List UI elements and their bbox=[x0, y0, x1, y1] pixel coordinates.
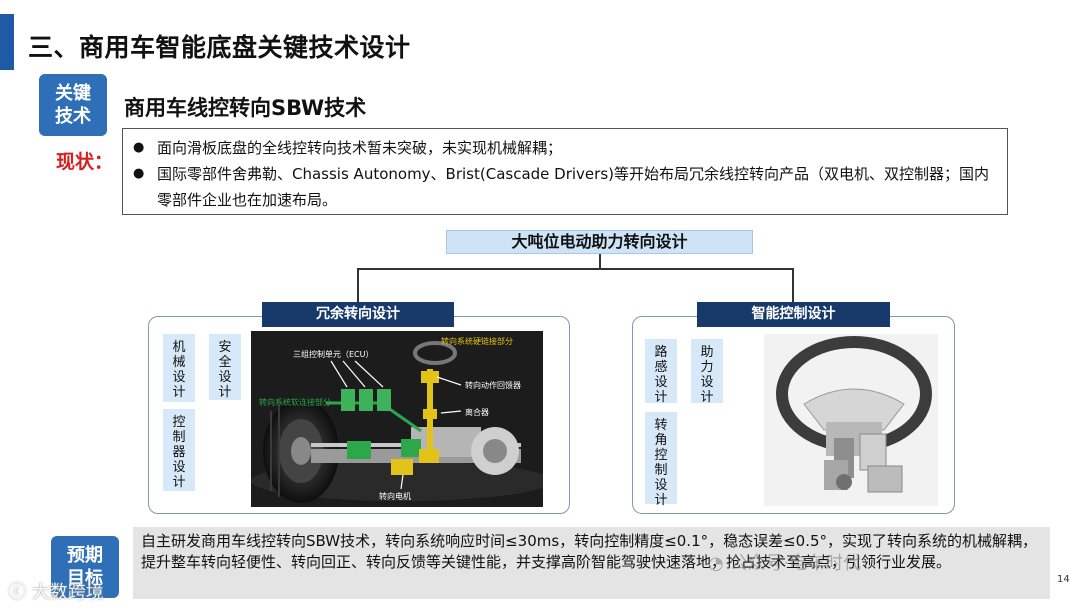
mechanical-design-box: 机械设计 bbox=[163, 334, 195, 402]
redundant-steering-header: 冗余转向设计 bbox=[262, 302, 454, 327]
status-bullet: ● 国际零部件舍弗勒、Chassis Autonomy、Brist(Cascad… bbox=[133, 161, 997, 213]
page-number: 14 bbox=[1057, 574, 1070, 585]
controller-design-box: 控制器设计 bbox=[163, 409, 195, 491]
page-title: 三、商用车智能底盘关键技术设计 bbox=[28, 33, 411, 62]
steering-system-illustration bbox=[251, 331, 543, 507]
status-label: 现状： bbox=[56, 151, 114, 173]
steering-wheel-illustration bbox=[764, 334, 938, 506]
assist-design-box: 助力设计 bbox=[691, 339, 723, 405]
bullet-dot-icon: ● bbox=[133, 140, 145, 155]
title-accent-bar bbox=[0, 14, 14, 70]
top-node: 大吨位电动助力转向设计 bbox=[446, 230, 753, 254]
tree-connector bbox=[599, 254, 601, 269]
clutch-label: 离合器 bbox=[465, 408, 489, 417]
motor-label: 转向电机 bbox=[379, 492, 411, 501]
tree-connector bbox=[357, 268, 359, 302]
status-bullet: ● 面向滑板底盘的全线控转向技术暂未突破，未实现机械解耦； bbox=[133, 135, 997, 161]
tree-connector bbox=[357, 268, 794, 270]
tree-connector bbox=[792, 268, 794, 302]
goal-tag: 预期目标 bbox=[51, 536, 119, 598]
bullet-dot-icon: ● bbox=[133, 166, 145, 181]
soft-link-label: 转向系统软连接部分 bbox=[259, 398, 331, 407]
wechat-icon: ◔ bbox=[708, 553, 724, 574]
status-box: ● 面向滑板底盘的全线控转向技术暂未突破，未实现机械解耦； ● 国际零部件舍弗勒… bbox=[122, 128, 1008, 215]
angle-control-design-box: 转角控制设计 bbox=[645, 412, 677, 508]
key-tech-tag: 关键技术 bbox=[39, 74, 107, 136]
feedback-label: 转向动作回馈器 bbox=[465, 381, 521, 390]
safety-design-box: 安全设计 bbox=[209, 334, 241, 400]
road-feel-design-box: 路感设计 bbox=[645, 339, 677, 405]
steering-system-photo: 三组控制单元（ECU） 转向系统硬链接部分 转向动作回馈器 转向系统软连接部分 … bbox=[251, 331, 543, 507]
smart-control-header: 智能控制设计 bbox=[697, 302, 890, 327]
ecu-label: 三组控制单元（ECU） bbox=[293, 350, 374, 359]
steering-wheel-photo bbox=[764, 334, 938, 506]
watermark-bottom-left: ⓒ 大数跨境 bbox=[8, 582, 104, 603]
chat-bubble-icon: ⓒ bbox=[8, 582, 26, 603]
watermark-bottom-right: ◔ 公众号·电车时代 bbox=[708, 553, 862, 574]
goal-box: 自主研发商用车线控转向SBW技术，转向系统响应时间≤30ms，转向控制精度≤0.… bbox=[133, 527, 1050, 599]
section-title: 商用车线控转向SBW技术 bbox=[124, 96, 367, 120]
hard-link-label: 转向系统硬链接部分 bbox=[441, 337, 513, 346]
